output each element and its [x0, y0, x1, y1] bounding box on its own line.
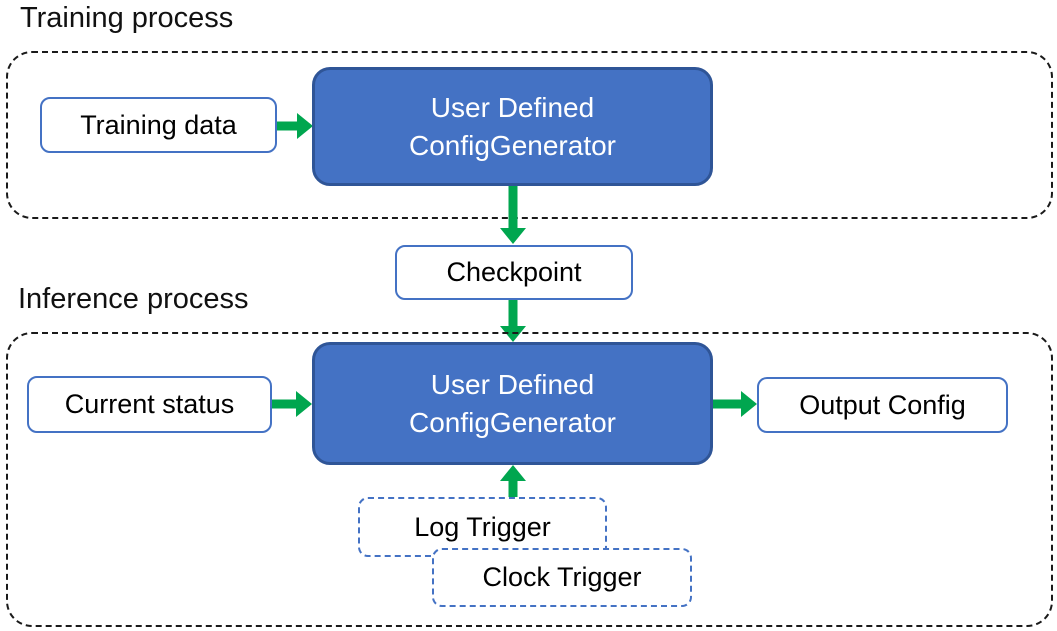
clock-trigger-node: Clock Trigger [432, 548, 692, 607]
inference-config-generator-label-line1: User Defined [430, 368, 595, 400]
clock-trigger-label: Clock Trigger [482, 562, 642, 592]
inference-config-generator-node: User Defined ConfigGenerator [312, 342, 713, 465]
arrow-shaft [508, 300, 518, 328]
inference-config-generator-label-line2: ConfigGenerator [408, 406, 616, 438]
training-config-generator-label-line2: ConfigGenerator [408, 129, 616, 161]
arrow-shaft [277, 121, 299, 131]
inference-process-container [6, 332, 1053, 627]
output-config-node: Output Config [757, 377, 1008, 433]
arrow-checkpoint-to-generator [500, 300, 526, 342]
training-process-title: Training process [20, 2, 234, 34]
arrow-head-right-icon [296, 391, 312, 417]
arrow-training-data-to-generator [277, 113, 313, 139]
current-status-label: Current status [64, 389, 235, 419]
log-trigger-label: Log Trigger [414, 511, 551, 542]
training-config-generator-label-line1: User Defined [430, 91, 595, 123]
arrow-current-status-to-generator [272, 391, 312, 417]
arrow-head-down-icon [500, 326, 526, 342]
checkpoint-node: Checkpoint [395, 245, 633, 300]
arrow-generator-to-checkpoint [500, 186, 526, 244]
arrow-generator-to-output-config [713, 391, 757, 417]
arrow-head-right-icon [297, 113, 313, 139]
arrow-head-down-icon [500, 228, 526, 244]
arrow-shaft [272, 399, 298, 409]
arrow-triggers-to-generator [500, 465, 526, 497]
arrow-shaft [508, 186, 518, 230]
current-status-node: Current status [27, 376, 272, 433]
training-process-container [6, 51, 1053, 219]
output-config-label: Output Config [799, 389, 966, 420]
training-data-label: Training data [80, 109, 237, 140]
arrow-shaft [508, 479, 518, 497]
arrow-head-right-icon [741, 391, 757, 417]
training-config-generator-node: User Defined ConfigGenerator [312, 67, 713, 186]
checkpoint-label: Checkpoint [446, 257, 582, 287]
arrow-head-up-icon [500, 465, 526, 481]
inference-process-title: Inference process [18, 283, 249, 315]
arrow-shaft [713, 399, 743, 409]
training-data-node: Training data [40, 97, 277, 153]
